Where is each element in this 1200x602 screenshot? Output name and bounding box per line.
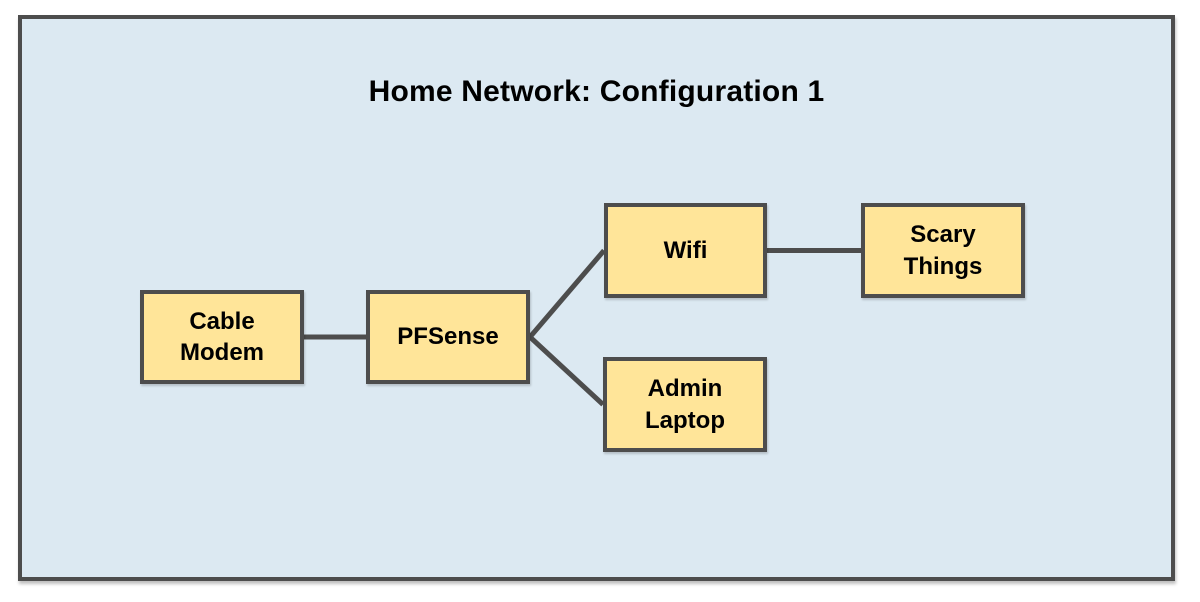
edge-pfsense-to-wifi: [528, 248, 606, 339]
node-scary-things[interactable]: Scary Things: [861, 203, 1025, 298]
node-admin-laptop[interactable]: Admin Laptop: [603, 357, 767, 452]
node-wifi[interactable]: Wifi: [604, 203, 767, 298]
diagram-canvas: Home Network: Configuration 1 Cable Mode…: [18, 15, 1175, 581]
node-label: Scary Things: [903, 221, 983, 280]
node-label: PFSense: [397, 323, 499, 351]
node-cable-modem[interactable]: Cable Modem: [140, 290, 304, 384]
node-label: Admin Laptop: [645, 375, 725, 434]
node-label: Wifi: [663, 236, 708, 264]
node-pfsense[interactable]: PFSense: [366, 290, 530, 384]
node-label: Cable Modem: [180, 307, 264, 366]
edge-pfsense-to-admin-laptop: [528, 335, 605, 407]
diagram-title: Home Network: Configuration 1: [368, 75, 825, 108]
